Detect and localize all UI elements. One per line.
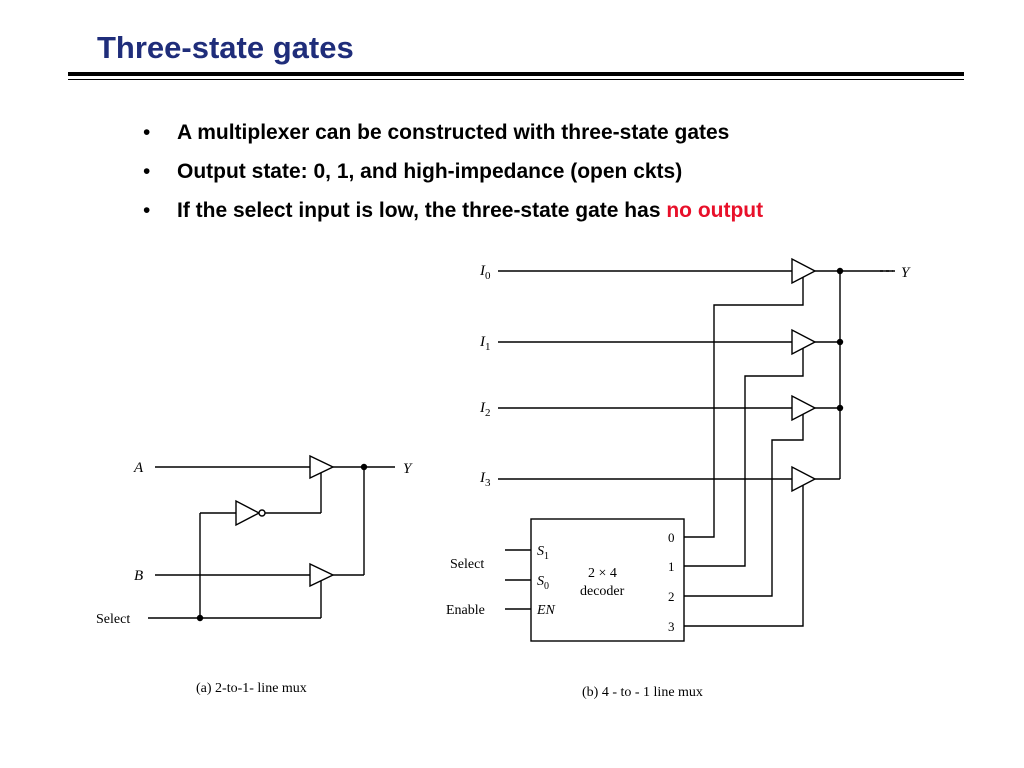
inverter-gate [235,499,261,527]
label-i1-letter: I [479,334,486,350]
junction-dot [836,267,844,275]
wire-dec-out1 [684,348,804,567]
caption-a: (a) 2-to-1- line mux [196,681,307,696]
wire-dec-out3 [684,485,804,627]
bullet-item: • Output state: 0, 1, and high-impedance… [143,157,763,196]
bullet-text: If the select input is low, the three-st… [177,199,667,222]
label-a: A [133,460,144,476]
tristate-gate-b [309,562,335,588]
label-select-b: Select [450,557,484,572]
title-rule-thick [68,72,964,76]
slide-title: Three-state gates [97,30,354,65]
label-i1: I1 [479,334,491,353]
label-select-a: Select [96,612,130,627]
label-enable: Enable [446,603,485,618]
title-rule-thin [68,79,964,80]
junction-dot [836,338,844,346]
decoder-out-0: 0 [668,530,675,545]
label-i3-sub: 3 [485,477,491,489]
wire-dec-out2 [684,414,804,597]
decoder-out-2: 2 [668,589,675,604]
bullet-list: • A multiplexer can be constructed with … [143,118,763,235]
decoder-s0-letter: S [537,574,544,589]
bullet-highlight: no output [666,199,764,222]
junction-dot [196,614,204,622]
decoder-size: 2 × 4 [588,566,617,581]
figure-a-2to1-mux [148,454,395,622]
label-y-b: Y [901,265,911,281]
tristate-gate-a [309,454,335,480]
decoder-en: EN [536,603,556,618]
label-i2-letter: I [479,400,486,416]
decoder-s1-sub: 1 [544,551,549,562]
figure-b-4to1-mux [498,257,893,642]
wire-dec-out0 [684,277,804,538]
decoder-s0-sub: 0 [544,581,549,592]
decoder-out-1: 1 [668,559,675,574]
decoder-s1: S1 [537,544,549,562]
inverter-bubble [258,509,266,517]
label-i0: I0 [479,263,491,282]
bullet-dot: • [143,160,151,183]
label-b: B [134,568,143,584]
decoder-out-3: 3 [668,619,675,634]
label-i3-letter: I [479,470,486,486]
decoder-s0: S0 [537,574,549,592]
label-i2: I2 [479,400,491,419]
bullet-text: Output state: 0, 1, and high-impedance (… [177,160,683,183]
label-y-a: Y [403,461,413,477]
label-i3: I3 [479,470,491,489]
bullet-item: • If the select input is low, the three-… [143,196,763,235]
decoder-name: decoder [580,584,625,599]
junction-dot [836,404,844,412]
bullet-dot: • [143,121,151,144]
bullet-item: • A multiplexer can be constructed with … [143,118,763,157]
label-i0-sub: 0 [485,270,491,282]
label-i2-sub: 2 [485,407,491,419]
bullet-text: A multiplexer can be constructed with th… [177,121,730,144]
decoder-s1-letter: S [537,544,544,559]
label-i0-letter: I [479,263,486,279]
bullet-dot: • [143,199,151,222]
label-i1-sub: 1 [485,341,491,353]
caption-b: (b) 4 - to - 1 line mux [582,685,703,700]
